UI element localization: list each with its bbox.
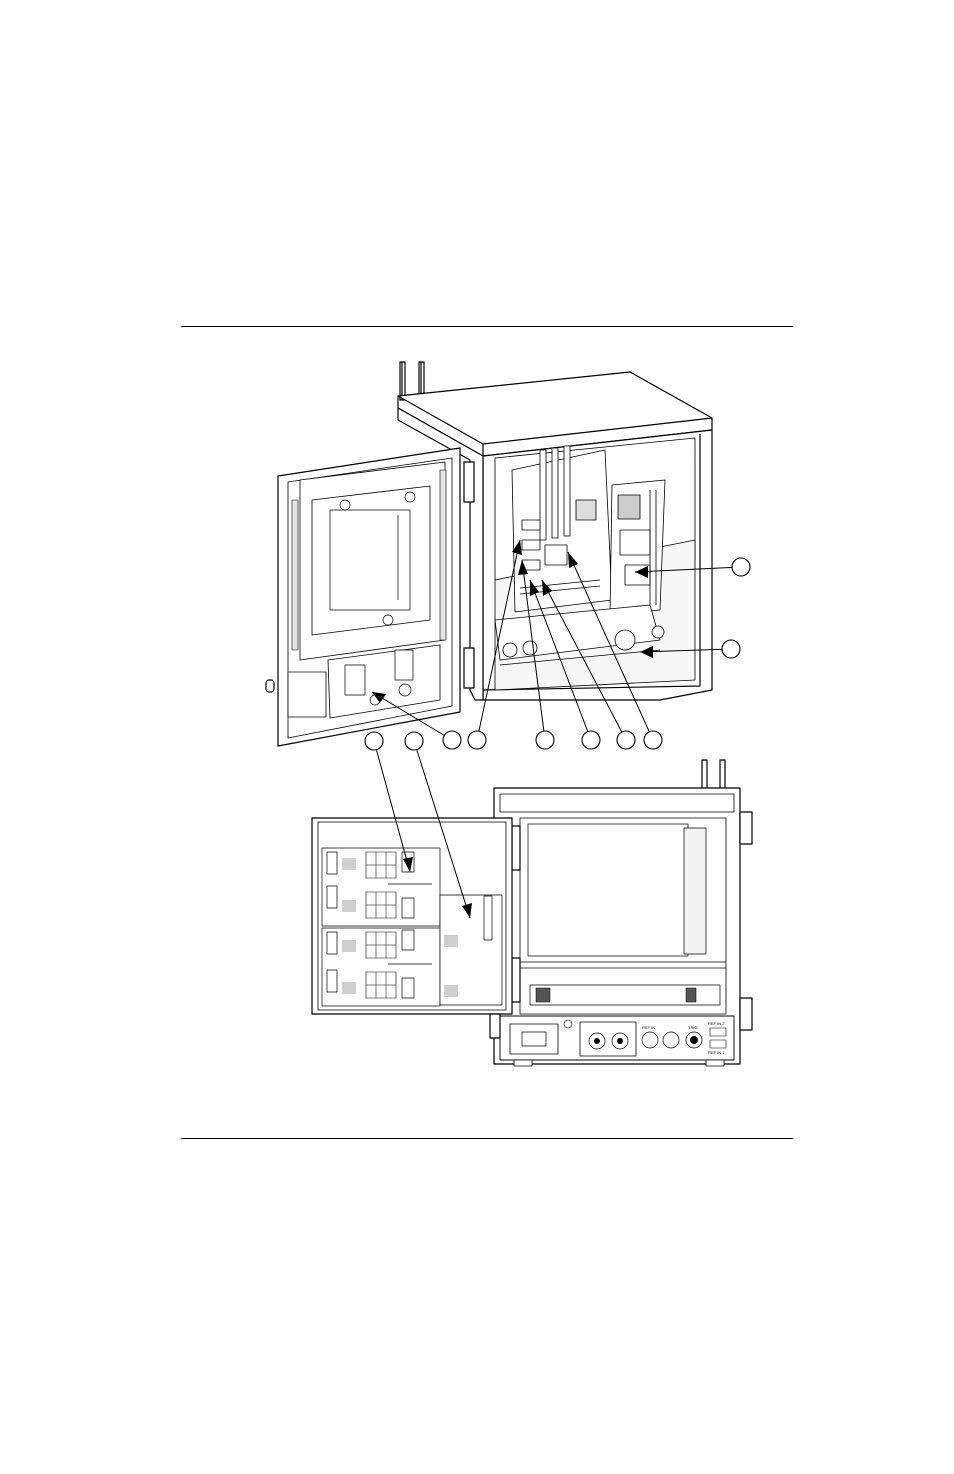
open-door-top — [265, 447, 461, 747]
callout-leaders-bottom — [373, 740, 472, 919]
panel-label-ref-in-1: REF IN 1 — [708, 1050, 725, 1055]
open-door-bottom — [311, 817, 513, 1039]
callout-circles-bottom — [364, 731, 424, 751]
antennas-top — [399, 361, 425, 401]
callout-leaders-top — [371, 539, 742, 741]
panel-label-ref-in: REF IN — [642, 1025, 655, 1030]
header-rule — [181, 326, 793, 327]
drive-tray — [494, 604, 665, 666]
front-enclosure: REF IN TRIG REF IN 2 REF IN 1 — [311, 731, 753, 1067]
footer-rule — [181, 1138, 793, 1139]
side-pc-card — [609, 479, 666, 616]
isometric-enclosure — [265, 361, 751, 750]
panel-label-trig: TRIG — [688, 1025, 698, 1030]
panel-label-ref-in-2: REF IN 2 — [708, 1021, 725, 1026]
connector-panel: REF IN TRIG REF IN 2 REF IN 1 — [499, 1015, 735, 1061]
callout-circles-top — [442, 557, 751, 750]
motherboard — [511, 445, 613, 613]
enclosure-lid — [397, 371, 713, 445]
